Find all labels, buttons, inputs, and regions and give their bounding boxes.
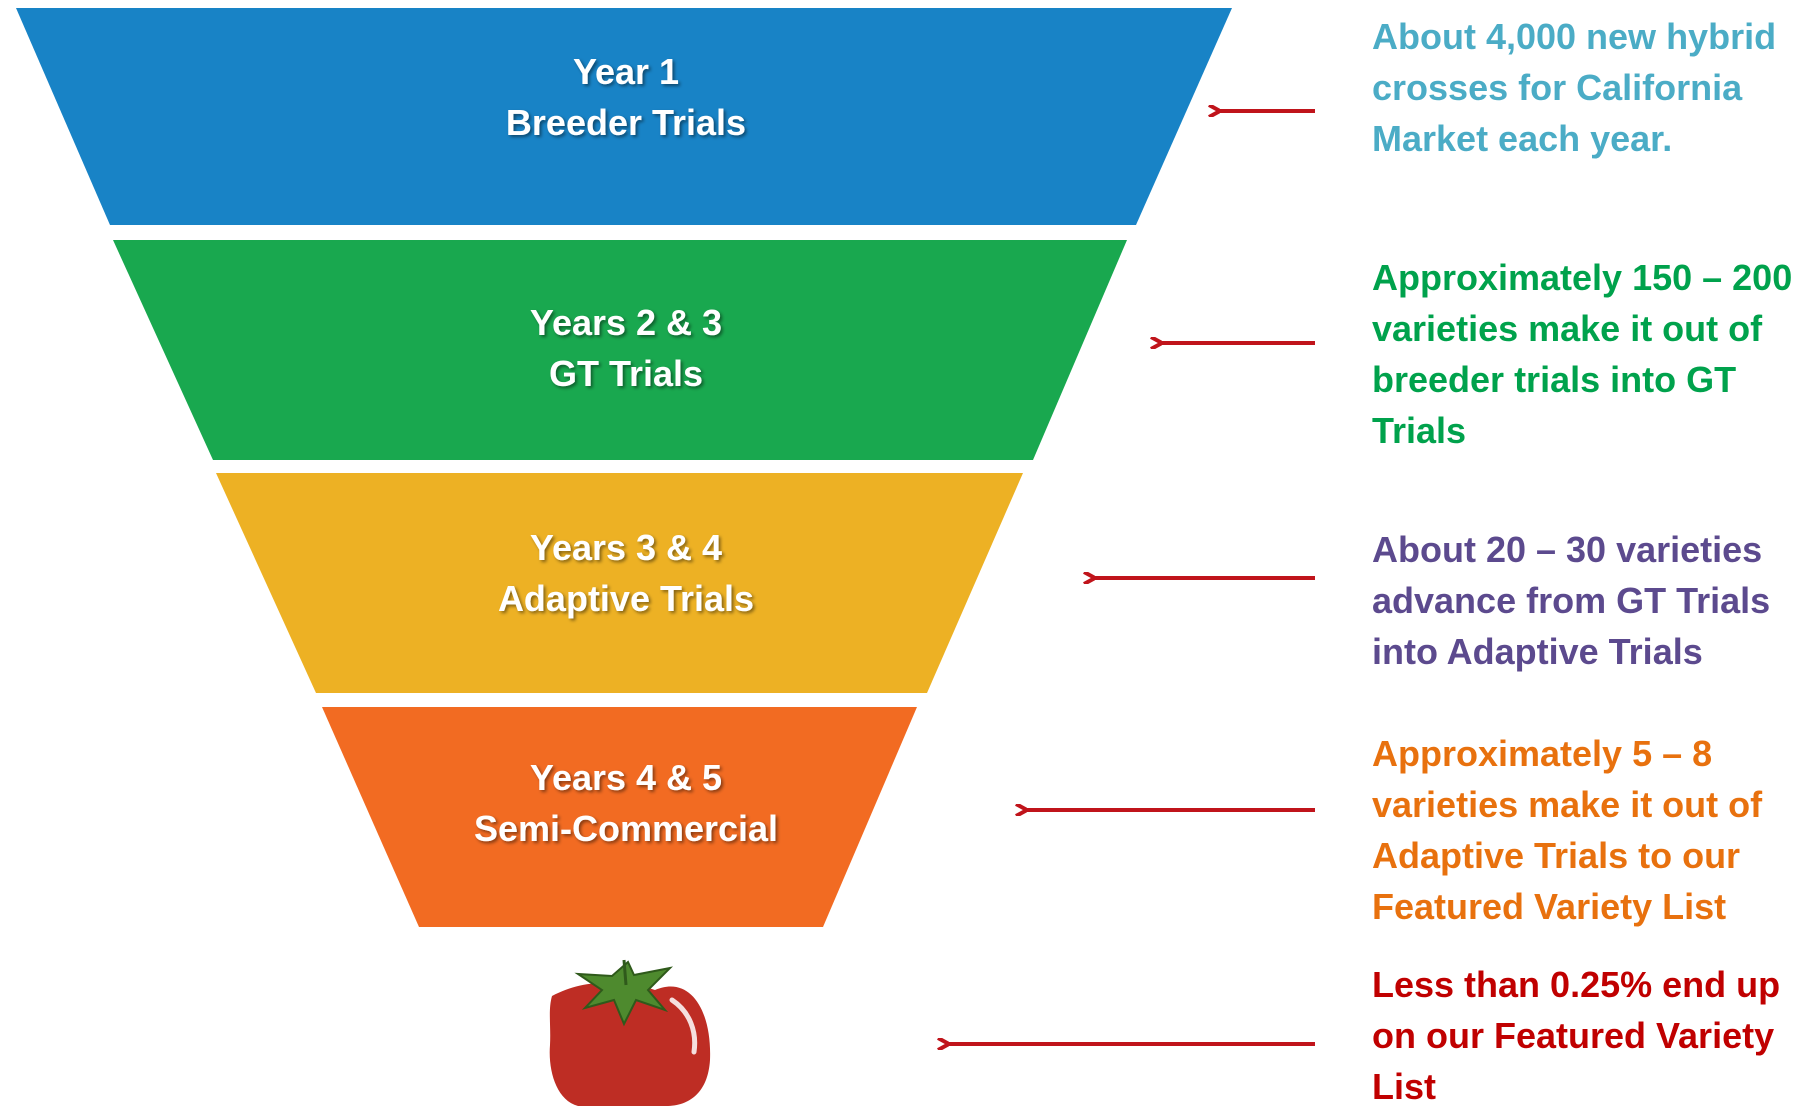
note-breeder-trials: About 4,000 new hybrid crosses for Calif… — [1372, 16, 1777, 159]
funnel-stage-2 — [113, 240, 1127, 460]
stage-3-year: Years 3 & 4 — [530, 527, 722, 568]
funnel-stage-1 — [16, 8, 1232, 225]
note-featured-list: Less than 0.25% end up on our Featured V… — [1372, 964, 1781, 1107]
stage-3-label: Adaptive Trials — [498, 578, 754, 619]
funnel-stage-4 — [322, 707, 917, 927]
stage-2-label: GT Trials — [549, 353, 703, 394]
stage-1-year: Year 1 — [573, 51, 679, 92]
stage-4-year: Years 4 & 5 — [530, 757, 722, 798]
tomato-icon — [549, 959, 711, 1106]
funnel-stage-3 — [216, 473, 1023, 693]
note-gt-trials: Approximately 150 – 200 varieties make i… — [1372, 257, 1793, 451]
stage-2-year: Years 2 & 3 — [530, 302, 722, 343]
stage-4-label: Semi-Commercial — [474, 808, 778, 849]
note-adaptive-trials: About 20 – 30 varieties advance from GT … — [1372, 529, 1771, 672]
stage-1-label: Breeder Trials — [506, 102, 746, 143]
note-semi-commercial: Approximately 5 – 8 varieties make it ou… — [1372, 733, 1763, 927]
